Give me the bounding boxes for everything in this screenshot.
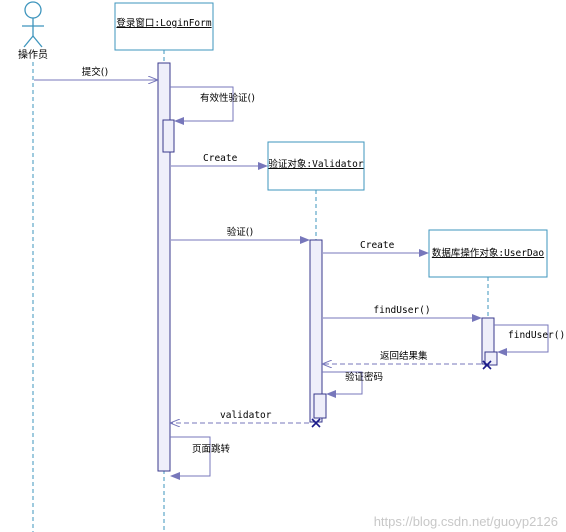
actor-head: [24, 1, 42, 19]
activation-dao-self: [484, 351, 498, 366]
message-return-validator-label: validator: [220, 410, 272, 421]
message-validity-arrow: [170, 86, 234, 125]
message-page-jump-arrow: [170, 436, 211, 480]
actor-operator: 操作员: [18, 1, 48, 61]
watermark: https://blog.csdn.net/guoyp2126: [373, 514, 558, 529]
message-find-user-self-label: findUser(): [508, 330, 565, 341]
message-validity-label: 有效性验证(): [200, 92, 255, 104]
actor-label: 操作员: [18, 48, 48, 61]
message-return-result-label: 返回结果集: [380, 350, 428, 362]
message-page-jump-label: 页面跳转: [192, 443, 231, 455]
message-find-user-label: findUser(): [373, 305, 430, 316]
object-user-dao-label: 数据库操作对象:UserDao: [432, 247, 545, 259]
message-verify-password-arrow: [322, 371, 363, 398]
destroy-marker-validator: [311, 418, 321, 428]
message-submit-label: 提交(): [82, 66, 108, 78]
activation-login-self: [162, 119, 175, 153]
object-user-dao: 数据库操作对象:UserDao: [428, 229, 548, 278]
message-create-dao-label: Create: [360, 240, 395, 251]
object-login-form-label: 登录窗口:LoginForm: [116, 17, 211, 29]
activation-login: [157, 62, 171, 472]
activation-validator-self: [313, 393, 327, 419]
message-validate-label: 验证(): [227, 226, 253, 238]
message-verify-password-label: 验证密码: [345, 371, 383, 383]
message-create-validator-label: Create: [203, 153, 238, 164]
object-validator-label: 验证对象:Validator: [268, 158, 363, 170]
destroy-marker-dao: [482, 360, 492, 370]
object-validator: 验证对象:Validator: [267, 141, 365, 191]
message-find-user-self-arrow: [494, 324, 549, 356]
object-login-form: 登录窗口:LoginForm: [114, 2, 214, 51]
